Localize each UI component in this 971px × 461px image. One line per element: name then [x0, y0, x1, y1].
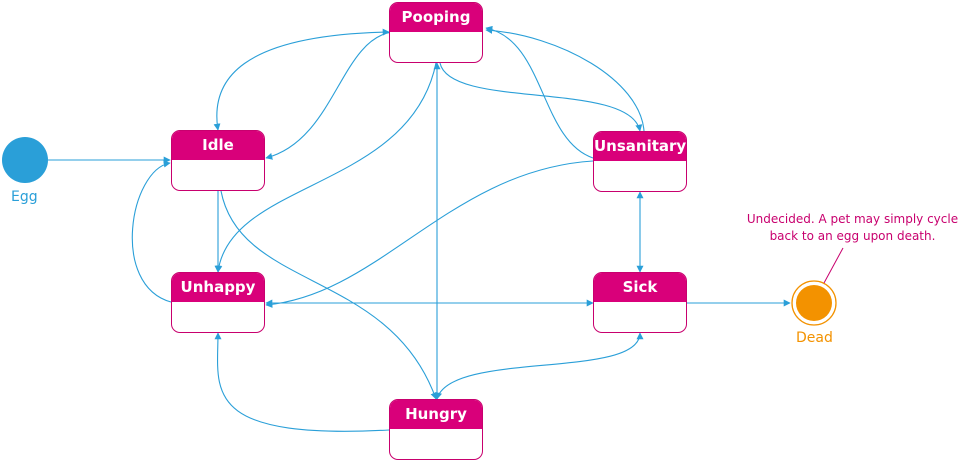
state-pooping-title: Pooping — [390, 3, 482, 32]
final-state-dead-circle — [796, 285, 832, 321]
state-unsanitary: Unsanitary — [593, 131, 687, 192]
transition-unsanitary-pooping — [485, 26, 645, 132]
transition-unsanitary-unhappy — [265, 160, 594, 308]
transition-pooping-unsanitary — [439, 62, 643, 132]
state-idle-title: Idle — [172, 131, 264, 160]
state-unsanitary-title: Unsanitary — [594, 132, 686, 161]
death-note: Undecided. A pet may simply cycle back t… — [746, 212, 959, 243]
state-sick-title: Sick — [594, 273, 686, 302]
state-sick: Sick — [593, 272, 687, 333]
transition-unsanitary-pooping-inner — [485, 25, 594, 159]
transition-hungry-sick — [435, 332, 644, 400]
state-pooping: Pooping — [389, 2, 483, 63]
egg-label: Egg — [11, 189, 38, 205]
transition-idle-hungry — [220, 190, 438, 400]
transition-idle-pooping — [213, 28, 390, 131]
state-unhappy: Unhappy — [171, 272, 265, 333]
transition-hungry-unhappy — [214, 332, 390, 432]
final-state-dead-ring — [791, 280, 837, 326]
state-hungry: Hungry — [389, 399, 483, 460]
state-hungry-title: Hungry — [390, 400, 482, 429]
transition-pooping-idle — [265, 31, 393, 160]
dead-label: Dead — [796, 330, 833, 346]
state-idle: Idle — [171, 130, 265, 191]
state-unhappy-title: Unhappy — [172, 273, 264, 302]
note-connector — [823, 247, 844, 284]
transition-unhappy-idle — [131, 160, 172, 303]
initial-state-egg-circle — [2, 137, 48, 183]
transition-pooping-unhappy — [215, 62, 437, 273]
